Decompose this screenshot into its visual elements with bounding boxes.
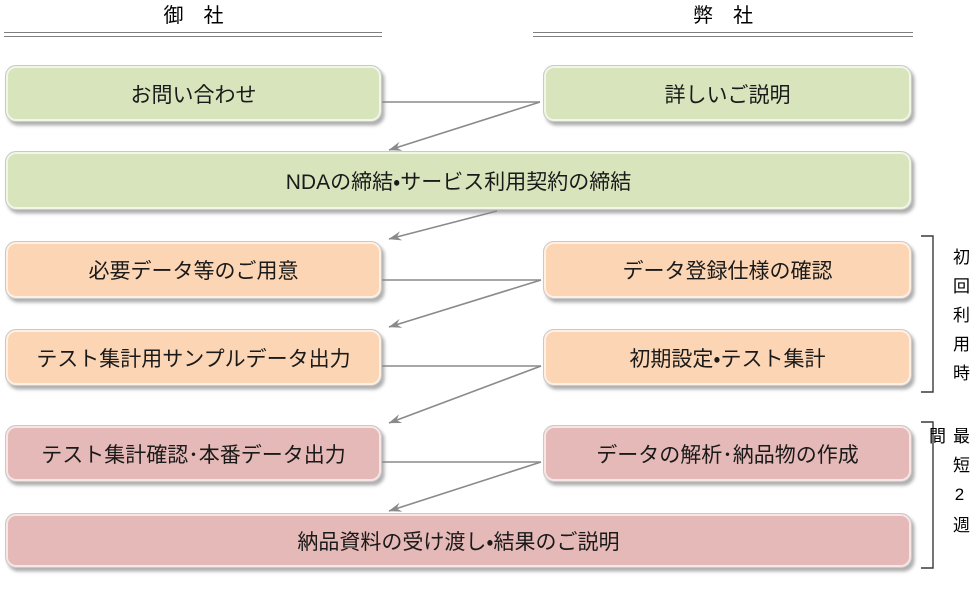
connector-sample-output-to-initial-setup	[382, 365, 542, 424]
connector-inquiry-to-explanation	[382, 101, 541, 151]
flow-box-detailed-explanation: 詳しいご説明	[543, 65, 912, 122]
side-label-min-two-weeks: 最短2週間	[926, 427, 969, 545]
flow-box-test-sample-data-output: テスト集計用サンプルデータ出力	[5, 329, 382, 386]
flow-box-inquiry: お問い合わせ	[5, 65, 382, 122]
double-rule-right	[533, 32, 913, 37]
column-header-our-company: 弊 社	[693, 5, 753, 27]
column-header-your-company: 御 社	[163, 5, 224, 27]
connector-test-confirm-to-analysis	[382, 461, 542, 512]
bracket-first-use	[921, 235, 934, 393]
side-label-first-use: 初回利用時	[950, 248, 969, 393]
flow-box-initial-setup-test-tabulation: 初期設定・テスト集計	[543, 329, 912, 386]
flow-box-delivery-and-result-explanation: 納品資料の受け渡し・結果のご説明	[5, 513, 912, 568]
flow-box-nda-contract: NDAの締結・サービス利用契約の締結	[5, 151, 912, 210]
arrow-nda-to-prepare-data	[388, 210, 498, 241]
flow-box-data-analysis-deliverable-creation: データの解析･納品物の作成	[543, 425, 912, 482]
flow-box-data-registration-spec-check: データ登録仕様の確認	[543, 241, 912, 299]
flow-box-test-confirm-production-output: テスト集計確認･本番データ出力	[5, 425, 382, 482]
connector-prepare-data-to-spec-check	[382, 279, 542, 328]
double-rule-left	[4, 32, 382, 37]
flow-box-prepare-required-data: 必要データ等のご用意	[5, 241, 382, 299]
